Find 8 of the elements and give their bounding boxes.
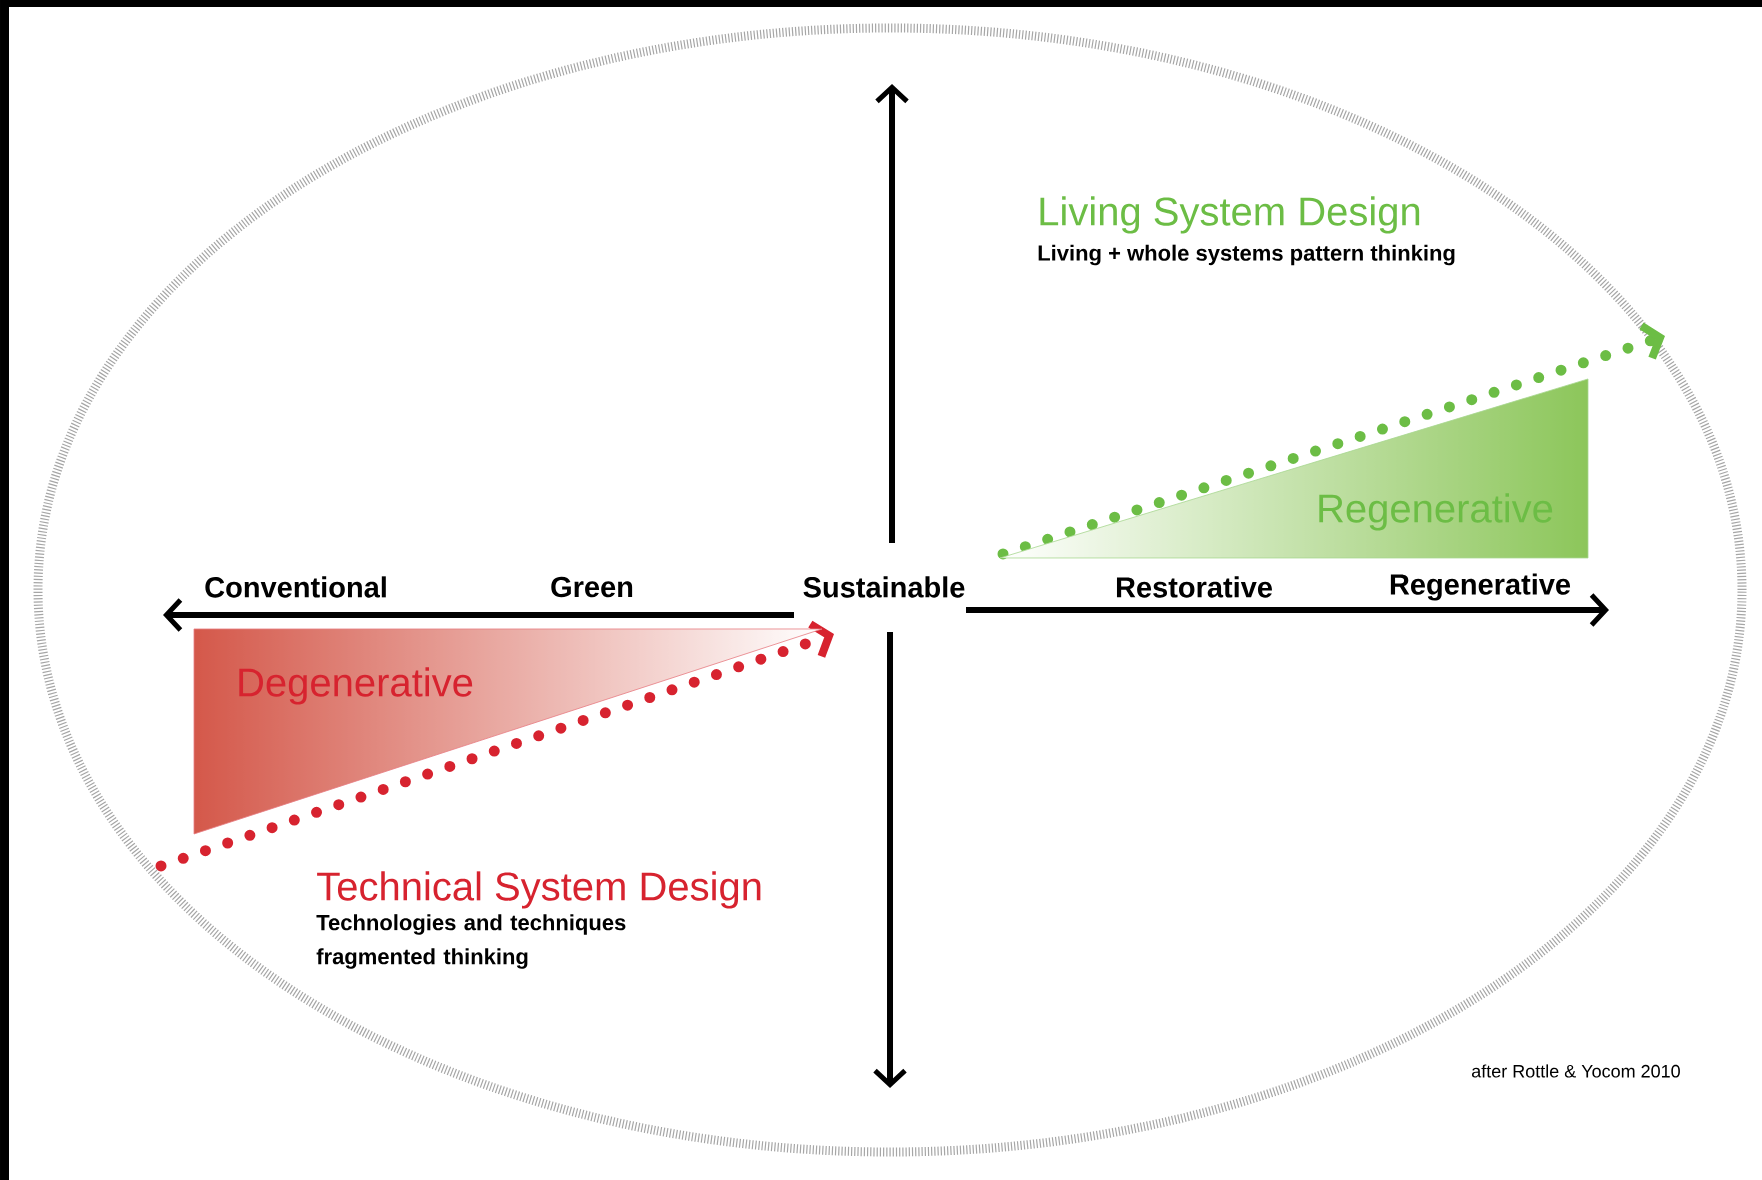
axis-label: Sustainable xyxy=(803,576,965,598)
heading: Technical System Design xyxy=(317,871,761,909)
citation: after Rottle & Yocom 2010 xyxy=(1472,1064,1680,1078)
subtitle: Technologies and techniques fragmented thinking xyxy=(316,914,626,969)
heading: Living System Design xyxy=(1040,196,1420,234)
axis-label: Green xyxy=(551,576,633,598)
axis-label: Conventional xyxy=(205,576,386,598)
subtitle: Living + whole systems pattern thinking xyxy=(1038,244,1455,266)
